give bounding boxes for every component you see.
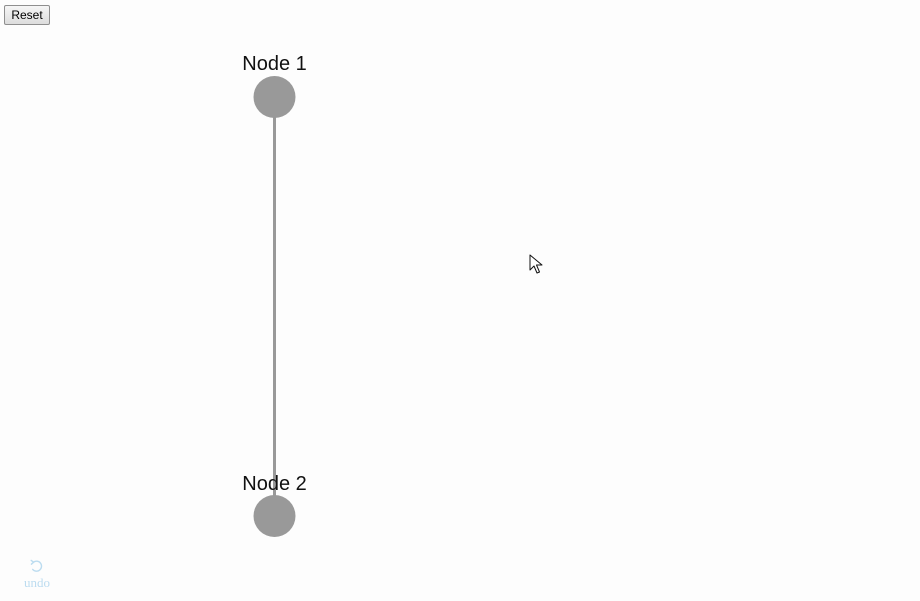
reset-button[interactable]: Reset xyxy=(4,5,50,25)
undo-button[interactable]: undo xyxy=(20,558,54,594)
node-1-label: Node 1 xyxy=(242,53,307,75)
mouse-pointer-icon xyxy=(529,254,543,274)
graph-node-2[interactable] xyxy=(253,495,296,537)
undo-icon xyxy=(30,559,43,572)
graph-node-1[interactable] xyxy=(253,76,296,118)
undo-label: undo xyxy=(24,575,50,590)
node-2-label: Node 2 xyxy=(242,473,307,495)
